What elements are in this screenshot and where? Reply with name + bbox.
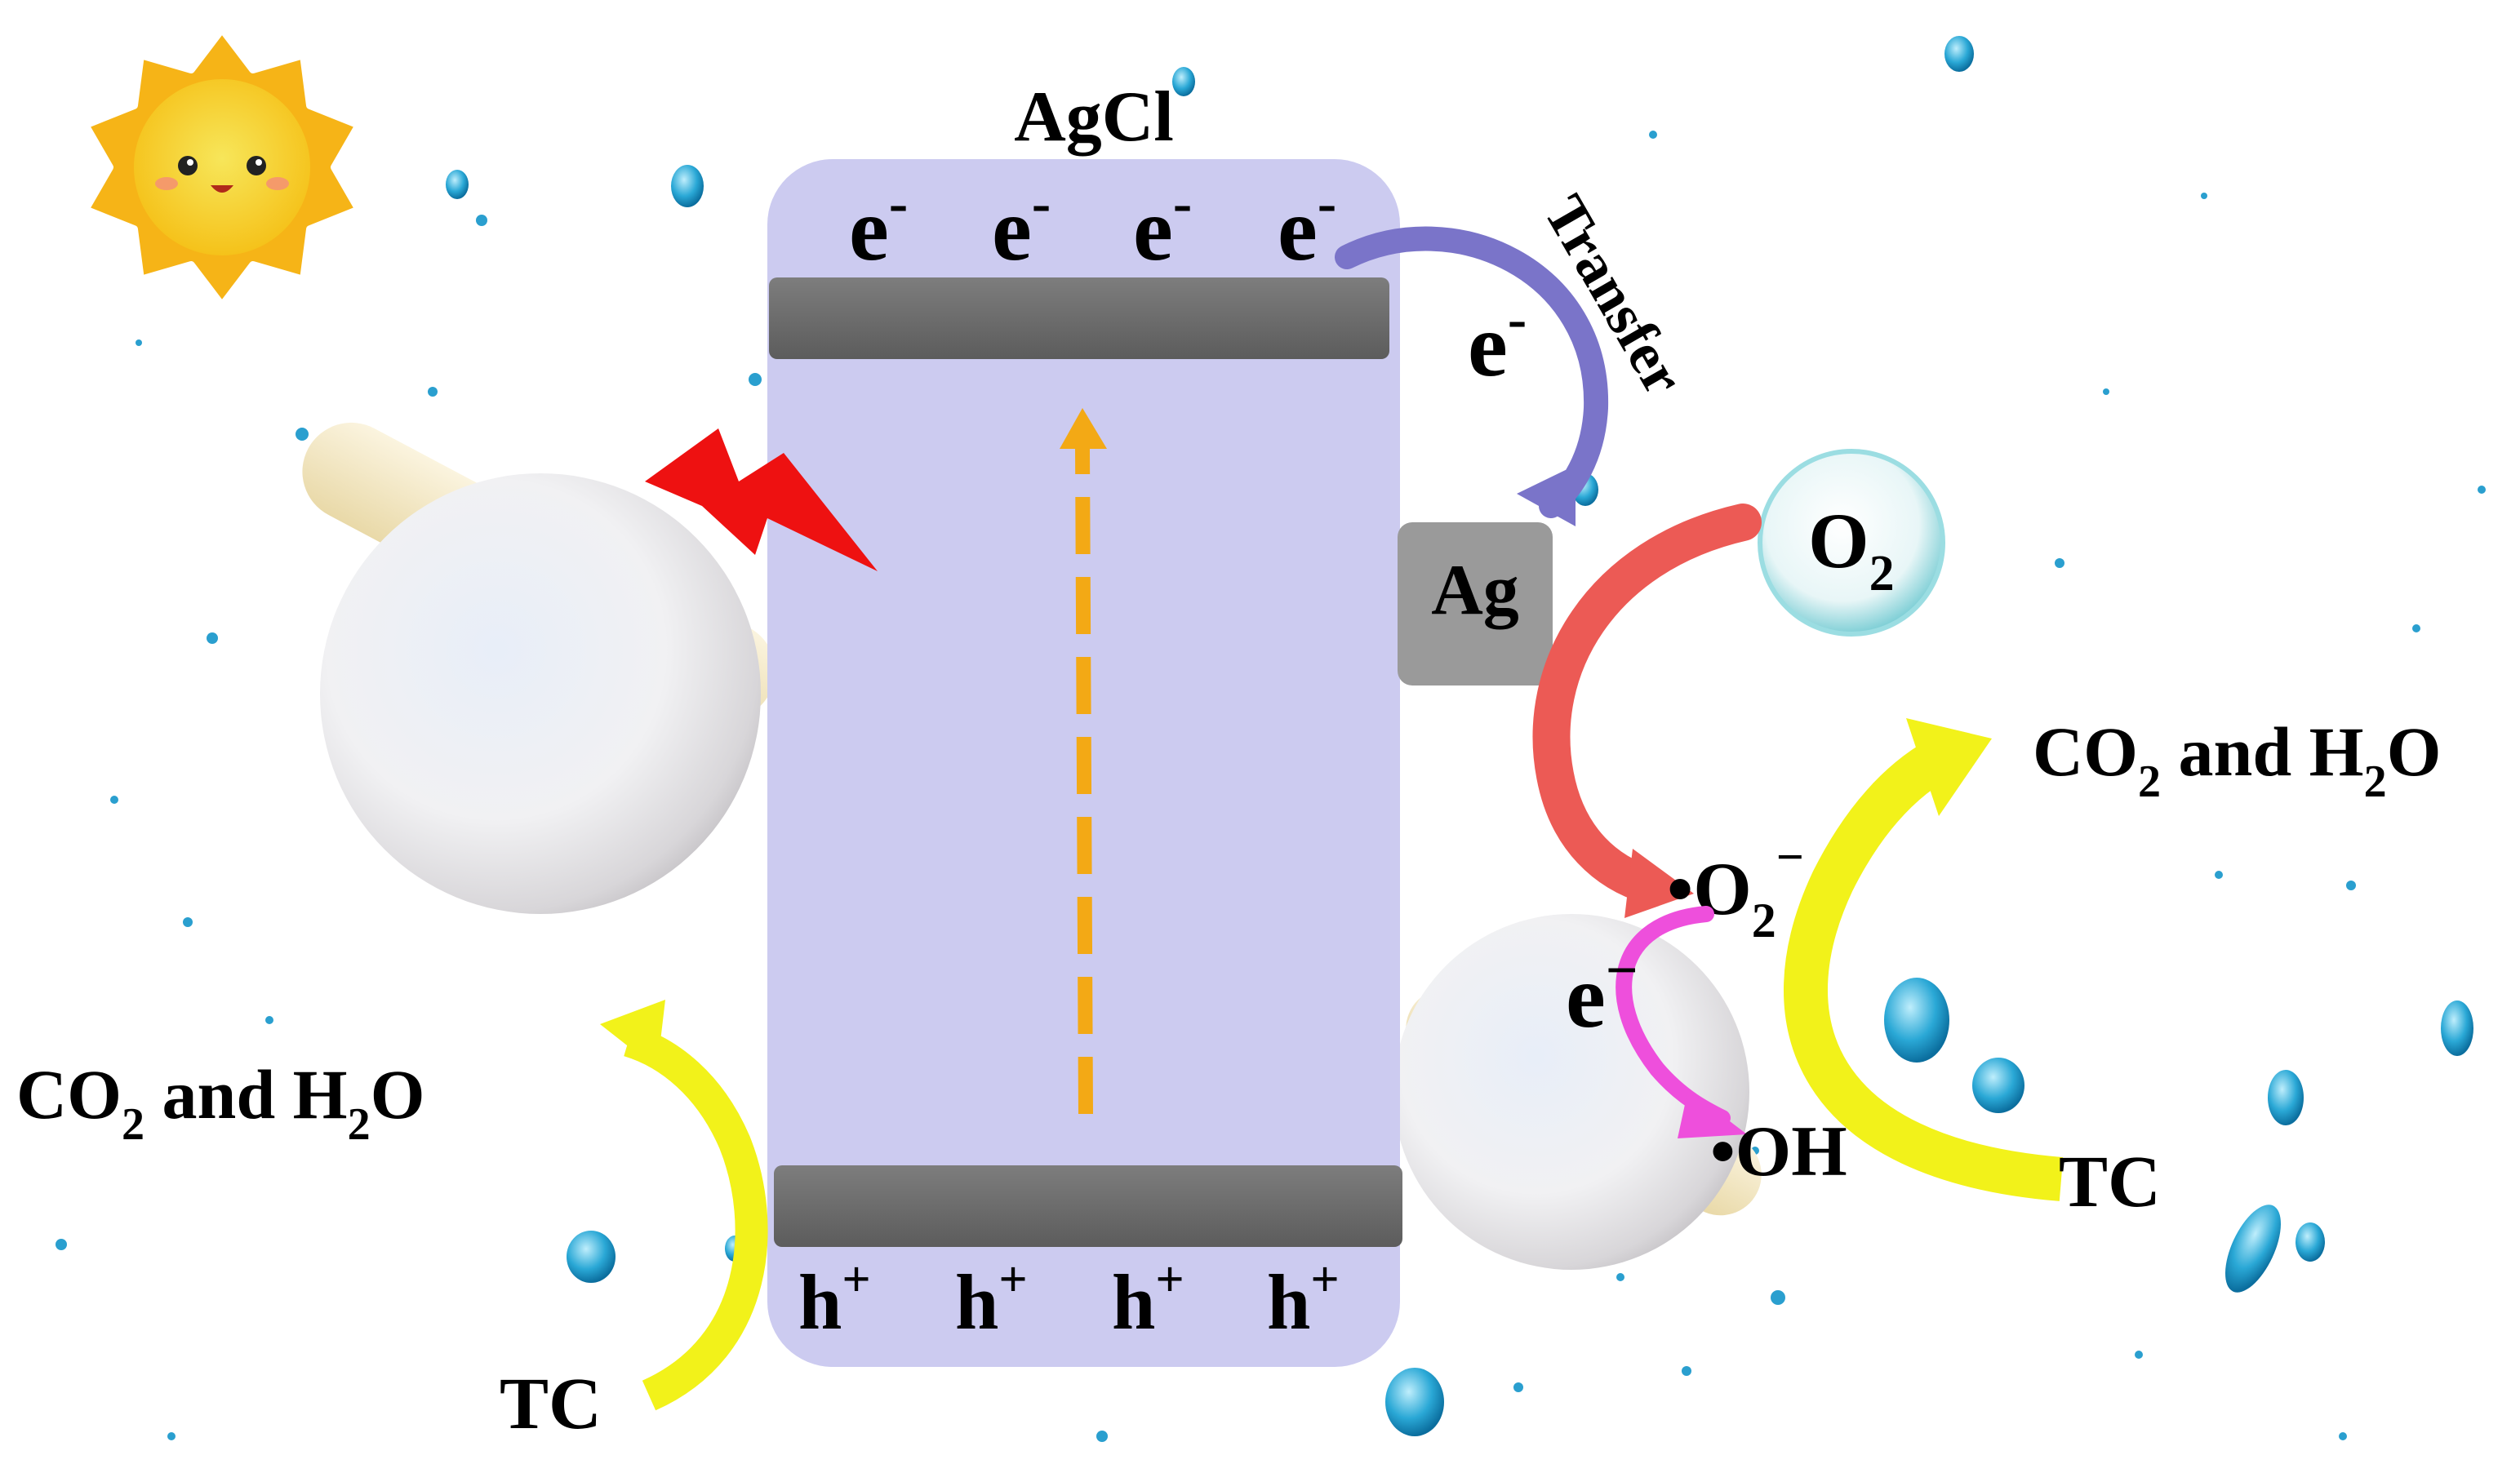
lightning-icon: [645, 428, 878, 571]
conduction-band: [769, 277, 1389, 359]
svg-text:e-: e-: [849, 172, 908, 279]
valence-band: [774, 1165, 1402, 1247]
superoxide-label: •O2−: [1667, 830, 1804, 947]
right-sphere: [1393, 914, 1762, 1270]
svg-text:h+: h+: [1112, 1252, 1184, 1346]
svg-text:e-: e-: [992, 172, 1051, 279]
svg-text:h+: h+: [1267, 1252, 1340, 1346]
electron-4: e: [1278, 180, 1318, 279]
sun-icon: [81, 24, 363, 310]
svg-text:e-: e-: [1133, 172, 1192, 279]
hole-row: h+ h+ h+ h+: [798, 1252, 1340, 1346]
electron-3: e: [1133, 180, 1173, 279]
hole-2: h: [955, 1258, 998, 1346]
svg-text:h+: h+: [798, 1252, 871, 1346]
electron-1: e: [849, 180, 889, 279]
ag-label: Ag: [1431, 551, 1519, 630]
ag-cocatalyst-box: [1398, 522, 1553, 685]
agcl-label: AgCl: [1014, 78, 1174, 157]
excitation-arrow: [1060, 408, 1107, 1115]
electron-2: e: [992, 180, 1032, 279]
hole-3: h: [1112, 1258, 1155, 1346]
left-sphere: [302, 422, 776, 914]
tc-right: TC: [2059, 1142, 2161, 1222]
oh-arrow: [1616, 906, 1747, 1138]
o2-label: O2: [1808, 497, 1895, 601]
products-right: CO2 and H2O: [2033, 712, 2441, 807]
products-left: CO2 and H2O: [16, 1055, 424, 1150]
hole-4: h: [1267, 1258, 1310, 1346]
reduction-electron: e−: [1566, 939, 1638, 1046]
tc-left: TC: [500, 1364, 602, 1444]
right-degradation-arrow: [1784, 718, 2064, 1201]
left-degradation-arrow: [600, 1000, 768, 1411]
hole-1: h: [798, 1258, 842, 1346]
transfer-arrow: [1335, 226, 1609, 526]
svg-text:e-: e-: [1278, 172, 1336, 279]
o2-reduction-arrow: [1532, 504, 1762, 918]
o2-bubble: [1758, 449, 1945, 637]
hydroxyl-label: •OH: [1710, 1112, 1847, 1191]
svg-text:h+: h+: [955, 1252, 1028, 1346]
transfer-electron: e-: [1468, 288, 1527, 395]
electron-row: e- e- e- e-: [849, 172, 1336, 279]
